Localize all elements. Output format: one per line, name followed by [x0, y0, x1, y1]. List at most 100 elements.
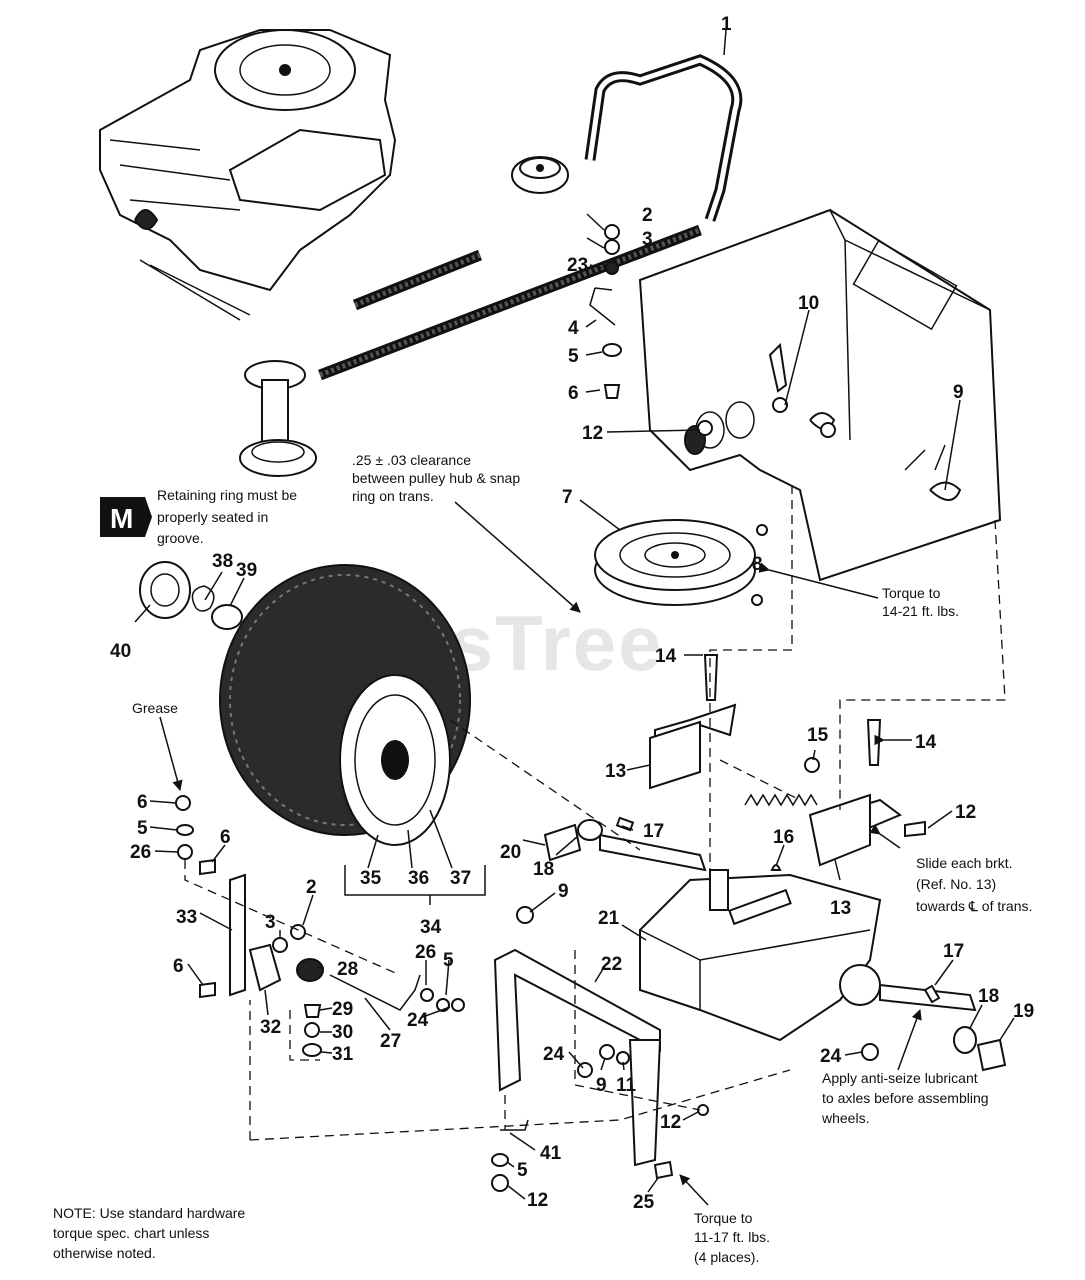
idler-pulley — [239, 360, 317, 477]
note-torque-b-3: (4 places). — [694, 1249, 759, 1265]
label-27: 27 — [380, 1031, 401, 1052]
note-grease: Grease — [132, 700, 178, 716]
note-torque-a-2: 14-21 ft. lbs. — [882, 603, 959, 619]
engine-pulley — [511, 156, 569, 194]
label-14: 14 — [655, 646, 677, 667]
label-8: 8 — [752, 554, 763, 575]
label-4: 4 — [568, 318, 579, 339]
footnote-3: otherwise noted. — [53, 1245, 156, 1261]
note-clearance-3: ring on trans. — [352, 488, 434, 504]
badge-letter: M — [110, 503, 133, 534]
label-3b: 3 — [265, 912, 276, 933]
label-5: 5 — [568, 346, 579, 367]
label-7: 7 — [562, 487, 573, 508]
label-11: 11 — [616, 1075, 637, 1096]
label-23: 23 — [567, 255, 588, 276]
assembly-dashes — [184, 485, 1006, 1141]
label-6: 6 — [568, 383, 579, 404]
label-12d: 12 — [527, 1190, 548, 1211]
note-ring-3: groove. — [157, 530, 204, 546]
label-6d: 6 — [173, 956, 184, 977]
label-30: 30 — [332, 1022, 353, 1043]
label-6c: 6 — [220, 827, 231, 848]
label-9c: 9 — [596, 1075, 607, 1096]
note-slide-3: towards ℄ of trans. — [916, 898, 1032, 914]
note-clearance-2: between pulley hub & snap — [352, 470, 520, 486]
label-41: 41 — [540, 1143, 562, 1164]
label-29: 29 — [332, 999, 353, 1020]
label-19: 19 — [1013, 1001, 1034, 1022]
label-12c: 12 — [660, 1112, 681, 1133]
spring — [744, 793, 818, 807]
notes: .25 ± .03 clearance between pulley hub &… — [53, 452, 1032, 1265]
label-21: 21 — [598, 908, 620, 929]
drive-belt — [318, 54, 743, 381]
label-3: 3 — [642, 229, 653, 250]
label-13: 13 — [605, 761, 626, 782]
bracket-upper — [649, 703, 737, 790]
label-24: 24 — [407, 1010, 429, 1031]
frame-drawing — [638, 208, 1002, 582]
label-33: 33 — [176, 907, 197, 928]
m-badge: M — [100, 497, 152, 537]
transmission-drawing — [599, 833, 977, 1042]
label-22: 22 — [601, 954, 622, 975]
label-24b: 24 — [543, 1044, 565, 1065]
note-ring-1: Retaining ring must be — [157, 487, 297, 503]
label-39: 39 — [236, 560, 257, 581]
label-37: 37 — [450, 868, 471, 889]
label-5d: 5 — [517, 1160, 528, 1181]
label-36: 36 — [408, 868, 429, 889]
rear-wheel — [219, 564, 471, 846]
axle-spacers — [543, 816, 1007, 1072]
note-slide-1: Slide each brkt. — [916, 855, 1013, 871]
label-5c: 5 — [443, 950, 454, 971]
label-26: 26 — [130, 842, 151, 863]
label-25: 25 — [633, 1192, 655, 1213]
label-1: 1 — [721, 14, 732, 35]
note-ring-2: properly seated in — [157, 509, 268, 525]
note-antiseize-3: wheels. — [821, 1110, 869, 1126]
label-20: 20 — [500, 842, 521, 863]
label-26b: 26 — [415, 942, 436, 963]
label-17: 17 — [643, 821, 664, 842]
engine-drawing — [99, 29, 397, 321]
transmission-pulley — [594, 519, 756, 606]
label-5b: 5 — [137, 818, 148, 839]
label-40: 40 — [110, 641, 131, 662]
note-antiseize-2: to axles before assembling — [822, 1090, 989, 1106]
label-18: 18 — [533, 859, 554, 880]
label-35: 35 — [360, 868, 382, 889]
footnote-1: NOTE: Use standard hardware — [53, 1205, 245, 1221]
u-bracket — [493, 948, 662, 1167]
note-torque-b-1: Torque to — [694, 1210, 753, 1226]
label-28: 28 — [337, 959, 358, 980]
label-6b: 6 — [137, 792, 148, 813]
label-32: 32 — [260, 1017, 281, 1038]
note-clearance-1: .25 ± .03 clearance — [352, 452, 471, 468]
label-2b: 2 — [306, 877, 317, 898]
axle-ring-parts — [139, 561, 243, 630]
hardware-markers — [175, 224, 926, 1192]
label-12b: 12 — [955, 802, 976, 823]
label-18b: 18 — [978, 986, 999, 1007]
note-torque-b-2: 11-17 ft. lbs. — [694, 1229, 770, 1245]
label-9: 9 — [953, 382, 964, 403]
note-antiseize-1: Apply anti-seize lubricant — [822, 1070, 978, 1086]
footnote-2: torque spec. chart unless — [53, 1225, 209, 1241]
part-labels: 1 2 3 23 4 5 6 10 9 12 7 8 14 15 14 13 1… — [110, 14, 1034, 1213]
leader-lines — [134, 29, 1015, 1206]
note-torque-a-1: Torque to — [882, 585, 941, 601]
label-16: 16 — [773, 827, 794, 848]
label-14b: 14 — [915, 732, 937, 753]
label-17b: 17 — [943, 941, 964, 962]
label-15: 15 — [807, 725, 829, 746]
label-34: 34 — [420, 917, 442, 938]
label-24c: 24 — [820, 1046, 842, 1067]
label-9b: 9 — [558, 881, 569, 902]
label-31: 31 — [332, 1044, 354, 1065]
label-2: 2 — [642, 205, 653, 226]
label-10: 10 — [798, 293, 819, 314]
bracket-right — [808, 793, 902, 867]
